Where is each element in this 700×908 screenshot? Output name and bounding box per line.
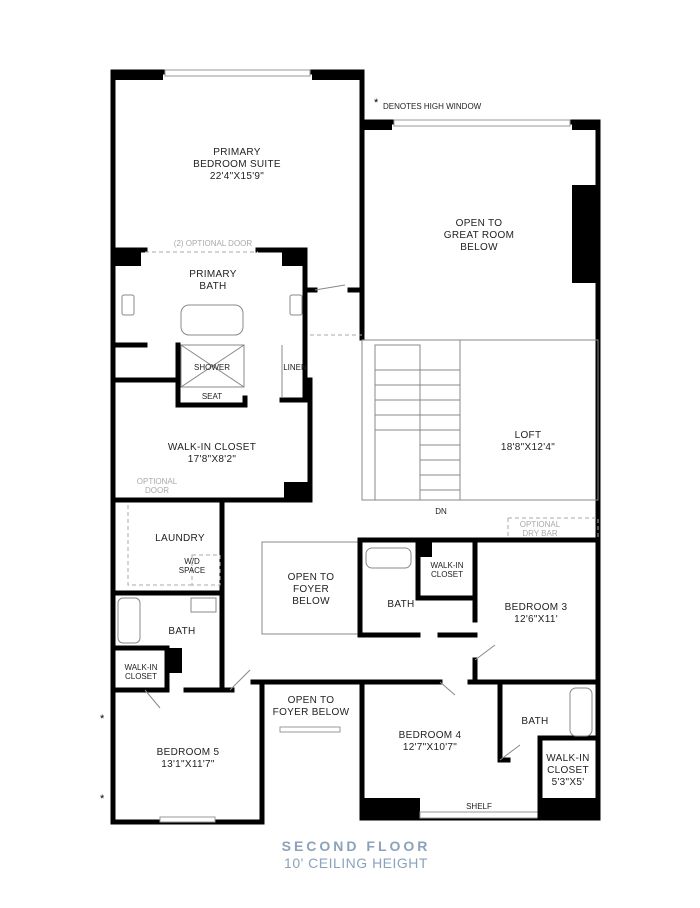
bedroom-3-size: 12'6"X11'	[514, 614, 558, 625]
walls	[110, 69, 601, 825]
foyer-below-label: FOYER BELOW	[273, 707, 350, 718]
great-room-label: OPEN TO	[456, 218, 503, 229]
loft-label: LOFT	[515, 430, 542, 441]
walkin-3-label: CLOSET	[431, 570, 463, 579]
walkin-5-label: WALK-IN	[124, 663, 157, 672]
bedroom-5-label: BEDROOM 5	[157, 747, 220, 758]
dry-bar-label: OPTIONAL	[520, 520, 561, 529]
walkin-5-label: CLOSET	[125, 672, 157, 681]
foyer-open-label: FOYER	[293, 584, 329, 595]
walkin-3-label: WALK-IN	[430, 561, 463, 570]
bedroom-5-size: 13'1"X11'7"	[161, 759, 215, 770]
ceiling-height: 10' CEILING HEIGHT	[284, 855, 428, 871]
bedroom-4-size: 12'7"X10'7"	[403, 742, 457, 753]
bedroom-3-label: BEDROOM 3	[505, 602, 568, 613]
walkin-closet-label: WALK-IN CLOSET	[168, 442, 256, 453]
dry-bar-label: DRY BAR	[522, 529, 557, 538]
room-labels: PRIMARY BEDROOM SUITE 22'4"X15'9" OPEN T…	[100, 147, 589, 811]
bath-3-label: BATH	[387, 599, 414, 610]
primary-suite-label: BEDROOM SUITE	[193, 159, 281, 170]
optional-door-label: (2) OPTIONAL DOOR	[174, 239, 253, 248]
seat-label: SEAT	[202, 392, 222, 401]
stair-down-label: DN	[435, 507, 447, 516]
loft-size: 18'8"X12'4"	[501, 442, 555, 453]
foyer-open-label: OPEN TO	[288, 572, 335, 583]
primary-bath-label: PRIMARY	[189, 269, 237, 280]
bath-5-label: BATH	[168, 626, 195, 637]
primary-suite-label: PRIMARY	[213, 147, 261, 158]
high-window-note: DENOTES HIGH WINDOW	[383, 102, 482, 111]
walkin-4-label: WALK-IN	[546, 753, 589, 764]
bedroom-4-label: BEDROOM 4	[399, 730, 462, 741]
great-room-label: BELOW	[460, 242, 498, 253]
high-window-mark: *	[100, 713, 105, 725]
primary-suite-size: 22'4"X15'9"	[210, 171, 264, 182]
great-room-label: GREAT ROOM	[444, 230, 514, 241]
shelf-label: SHELF	[466, 802, 492, 811]
primary-bath-label: BATH	[199, 281, 226, 292]
bath-4-label: BATH	[521, 716, 548, 727]
walkin-4-size: 5'3"X5'	[552, 777, 585, 788]
walkin-closet-size: 17'8"X8'2"	[188, 454, 237, 465]
walkin-4-label: CLOSET	[547, 765, 589, 776]
foyer-below-label: OPEN TO	[288, 695, 335, 706]
floor-title: SECOND FLOOR	[282, 838, 431, 854]
foyer-open-label: BELOW	[292, 596, 330, 607]
linen-label: LINEN	[283, 363, 307, 372]
shower-label: SHOWER	[194, 363, 230, 372]
wd-space-label: W/D	[184, 557, 200, 566]
laundry-label: LAUNDRY	[155, 533, 205, 544]
optional-door-label: DOOR	[145, 486, 169, 495]
wd-space-label: SPACE	[179, 566, 206, 575]
high-window-star: *	[374, 97, 379, 109]
optional-door-label: OPTIONAL	[137, 477, 178, 486]
high-window-mark: *	[100, 793, 105, 805]
